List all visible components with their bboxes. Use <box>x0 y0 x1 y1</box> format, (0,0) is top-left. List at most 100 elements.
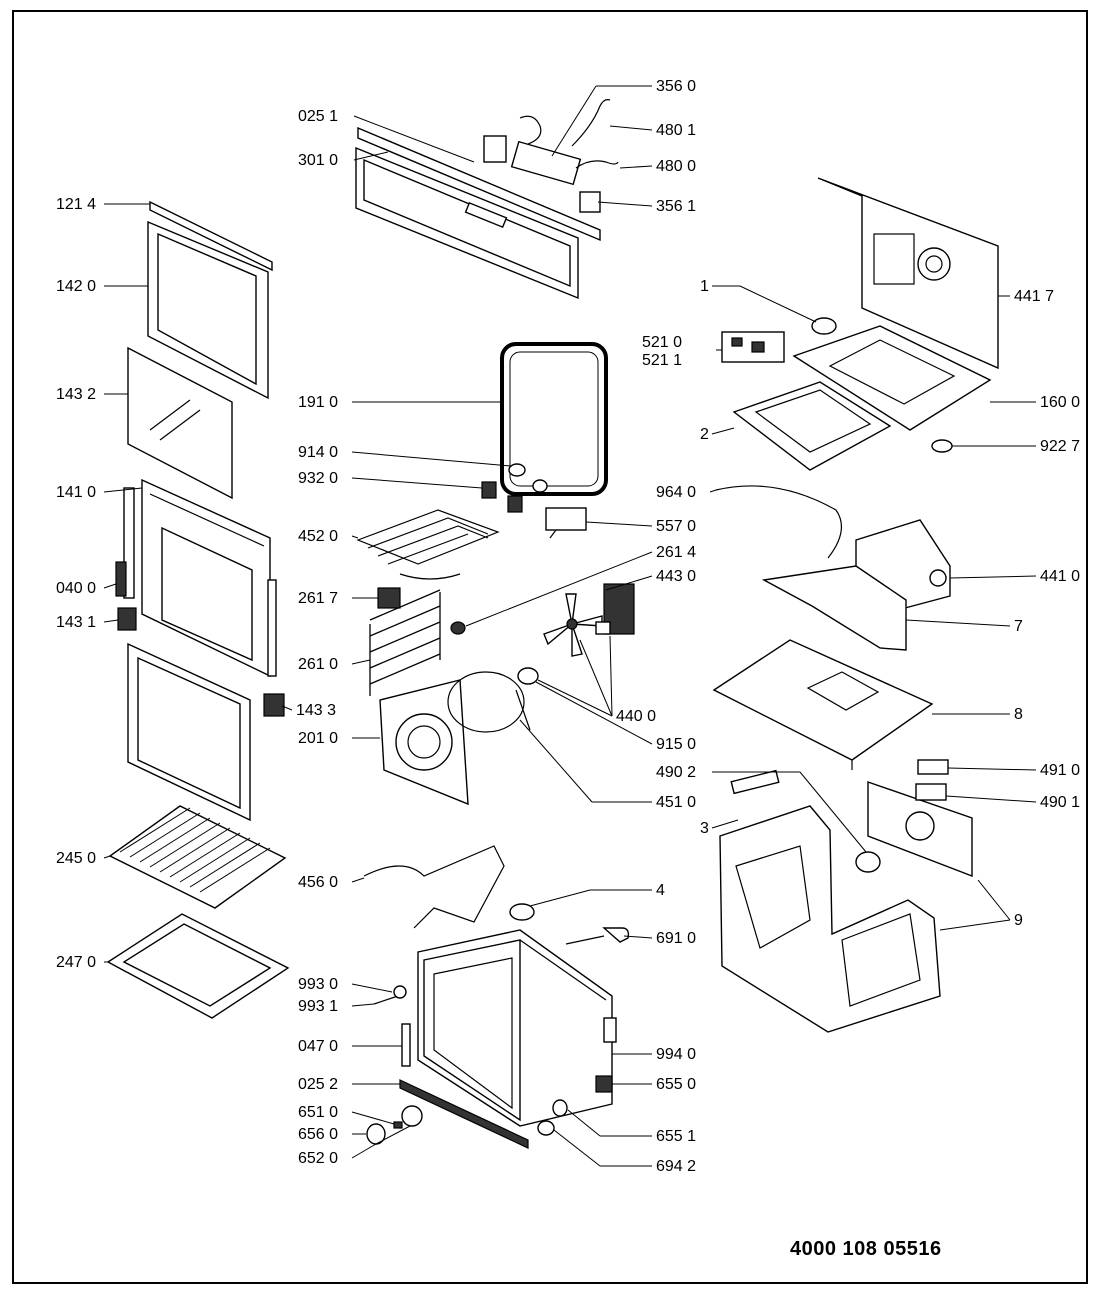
fan-motor <box>595 583 635 635</box>
label-142-0: 142 0 <box>56 278 96 295</box>
lamp-holder <box>377 587 401 609</box>
label-247-0: 247 0 <box>56 954 96 971</box>
foot <box>509 903 535 921</box>
knob <box>366 1105 423 1145</box>
label-3: 3 <box>700 820 709 837</box>
label-025-1: 025 1 <box>298 108 338 125</box>
grill-element <box>356 509 500 580</box>
label-201-0: 201 0 <box>298 730 338 747</box>
label-440-0: 440 0 <box>616 708 656 725</box>
terminal-block <box>917 759 949 775</box>
oven-cavity <box>417 929 617 1127</box>
tube <box>715 485 843 559</box>
door-clip <box>263 693 285 717</box>
door-hinge <box>115 487 135 599</box>
grommet <box>811 317 837 335</box>
label-301-0: 301 0 <box>298 152 338 169</box>
inner-door-glass <box>127 642 251 822</box>
seal-ring <box>855 851 881 873</box>
label-047-0: 047 0 <box>298 1038 338 1055</box>
circuit-board <box>721 331 785 363</box>
door-top-trim <box>149 200 273 272</box>
label-191-0: 191 0 <box>298 394 338 411</box>
label-040-0: 040 0 <box>56 580 96 597</box>
label-480-1: 480 1 <box>656 122 696 139</box>
label-451-0: 451 0 <box>656 794 696 811</box>
control-module <box>483 135 601 213</box>
label-141-0: 141 0 <box>56 484 96 501</box>
label-1: 1 <box>700 278 709 295</box>
part-labels: 025 1 301 0 356 0 480 1 480 0 356 1 121 … <box>56 78 1080 1175</box>
label-356-0: 356 0 <box>656 78 696 95</box>
control-panel-trim <box>357 126 601 242</box>
label-9: 9 <box>1014 912 1023 929</box>
circular-element <box>447 671 531 733</box>
control-panel <box>355 146 579 300</box>
label-160-0: 160 0 <box>1040 394 1080 411</box>
document-number: 4000 108 05516 <box>790 1238 942 1260</box>
lamp-cover <box>508 463 548 493</box>
label-443-0: 443 0 <box>656 568 696 585</box>
label-491-0: 491 0 <box>1040 762 1080 779</box>
washer <box>931 439 953 453</box>
label-441-0: 441 0 <box>1040 568 1080 585</box>
label-121-4: 121 4 <box>56 196 96 213</box>
label-441-7: 441 7 <box>1014 288 1054 305</box>
rear-panel <box>817 177 999 370</box>
label-261-4: 261 4 <box>656 544 696 561</box>
label-993-1: 993 1 <box>298 998 338 1015</box>
back-plate <box>867 781 973 878</box>
bottom-knob <box>537 1120 555 1136</box>
label-356-1: 356 1 <box>656 198 696 215</box>
label-7: 7 <box>1014 618 1023 635</box>
label-143-3: 143 3 <box>296 702 336 719</box>
rear-switch <box>595 1075 613 1093</box>
lower-element <box>363 845 505 929</box>
label-651-0: 651 0 <box>298 1104 338 1121</box>
middle-door-glass <box>127 346 233 500</box>
label-521-0: 521 0 <box>642 334 682 351</box>
inner-door-frame <box>141 478 271 678</box>
label-143-1: 143 1 <box>56 614 96 631</box>
side-rack <box>369 589 441 696</box>
label-994-0: 994 0 <box>656 1046 696 1063</box>
label-521-1: 521 1 <box>642 352 682 369</box>
side-strip <box>401 1023 411 1067</box>
label-655-0: 655 0 <box>656 1076 696 1093</box>
hinge-bracket <box>117 607 137 631</box>
label-656-0: 656 0 <box>298 1126 338 1143</box>
label-261-7: 261 7 <box>298 590 338 607</box>
label-452-0: 452 0 <box>298 528 338 545</box>
outer-casing <box>719 805 941 1033</box>
label-490-2: 490 2 <box>656 764 696 781</box>
label-143-2: 143 2 <box>56 386 96 403</box>
baking-tray <box>106 913 290 1019</box>
probe-socket <box>565 927 630 945</box>
top-insulation <box>732 381 892 471</box>
wire-harness <box>519 99 619 169</box>
label-261-0: 261 0 <box>298 656 338 673</box>
drawing-frame <box>12 10 1088 1284</box>
label-245-0: 245 0 <box>56 850 96 867</box>
label-8: 8 <box>1014 706 1023 723</box>
label-915-0: 915 0 <box>656 736 696 753</box>
leader-lines <box>103 85 1037 1167</box>
label-655-1: 655 1 <box>656 1128 696 1145</box>
label-694-2: 694 2 <box>656 1158 696 1175</box>
bottom-plate <box>712 639 934 770</box>
screw <box>373 985 407 1005</box>
fan-nut <box>517 667 539 685</box>
top-cover <box>792 325 992 431</box>
label-490-1: 490 1 <box>1040 794 1080 811</box>
label-964-0: 964 0 <box>656 484 696 501</box>
label-456-0: 456 0 <box>298 874 338 891</box>
label-2: 2 <box>700 426 709 443</box>
label-993-0: 993 0 <box>298 976 338 993</box>
label-691-0: 691 0 <box>656 930 696 947</box>
label-932-0: 932 0 <box>298 470 338 487</box>
thermostat <box>545 507 587 539</box>
air-duct <box>761 565 907 651</box>
label-652-0: 652 0 <box>298 1150 338 1167</box>
outer-door-glass <box>147 220 269 400</box>
